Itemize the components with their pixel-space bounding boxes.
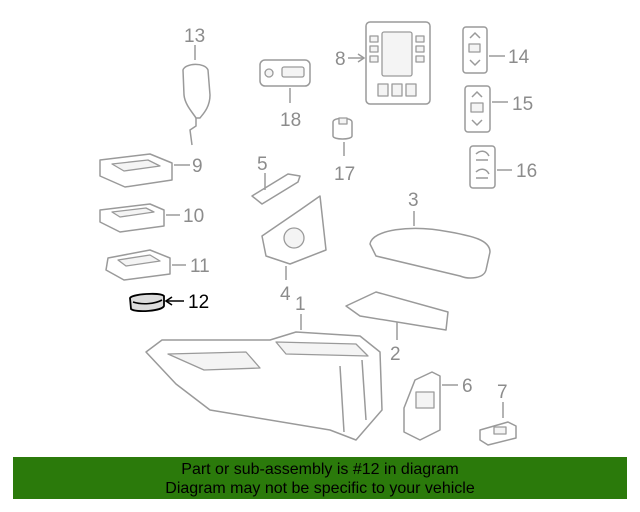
callout-6: 6 bbox=[462, 376, 473, 397]
banner-line-2: Diagram may not be specific to your vehi… bbox=[165, 480, 475, 497]
callout-15: 15 bbox=[512, 94, 533, 115]
part-16-seat-heater-switch: 16 bbox=[469, 145, 537, 189]
part-17-clip: 17 bbox=[332, 117, 355, 185]
callout-17: 17 bbox=[334, 164, 355, 185]
callout-18: 18 bbox=[280, 110, 301, 131]
part-15-switch: 15 bbox=[464, 85, 533, 133]
callout-13: 13 bbox=[184, 26, 205, 47]
part-14-switch: 14 bbox=[462, 26, 530, 74]
callout-8: 8 bbox=[335, 49, 346, 70]
callout-1: 1 bbox=[295, 294, 306, 315]
part-5-trim-strip: 5 bbox=[251, 154, 301, 205]
callout-16: 16 bbox=[516, 161, 537, 182]
part-2-pad: 2 bbox=[345, 291, 449, 365]
part-13-shift-knob: 13 bbox=[182, 26, 211, 146]
part-12-highlighted: 12 bbox=[129, 292, 209, 313]
callout-7: 7 bbox=[497, 382, 508, 403]
parts-diagram: 13 18 8 14 bbox=[99, 21, 537, 446]
callout-4: 4 bbox=[280, 284, 291, 305]
callout-14: 14 bbox=[508, 47, 530, 68]
info-banner: Part or sub-assembly is #12 in diagram D… bbox=[13, 457, 627, 499]
part-4-bracket: 4 bbox=[261, 195, 327, 305]
callout-5: 5 bbox=[257, 154, 268, 175]
callout-10: 10 bbox=[183, 206, 204, 227]
callout-11: 11 bbox=[190, 256, 210, 277]
part-6-bracket: 6 bbox=[403, 371, 473, 441]
part-9-shift-plate: 9 bbox=[99, 153, 203, 188]
callout-9: 9 bbox=[192, 156, 203, 177]
callout-12: 12 bbox=[188, 292, 209, 313]
part-10-shift-bezel: 10 bbox=[99, 203, 204, 233]
part-1-console: 1 bbox=[145, 294, 383, 441]
banner-line-1: Part or sub-assembly is #12 in diagram bbox=[181, 461, 459, 478]
part-11-bracket: 11 bbox=[105, 249, 210, 281]
part-8-center-bezel: 8 bbox=[335, 21, 431, 105]
part-3-armrest: 3 bbox=[369, 190, 491, 279]
part-7-switch: 7 bbox=[479, 382, 517, 446]
part-18-switch-panel: 18 bbox=[259, 59, 311, 131]
callout-3: 3 bbox=[408, 190, 419, 211]
callout-2: 2 bbox=[390, 344, 401, 365]
